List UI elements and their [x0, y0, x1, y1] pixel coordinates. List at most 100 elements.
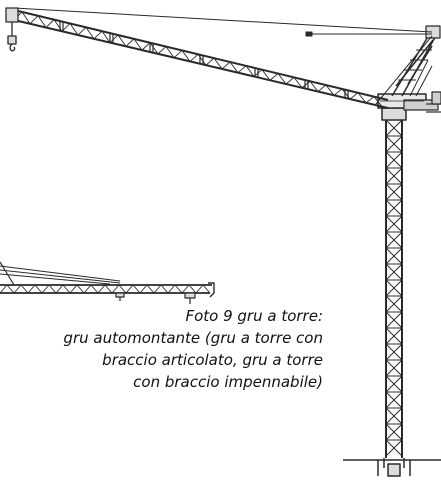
- small-jib-brace: [27, 284, 36, 294]
- mast-brace: [385, 215, 403, 233]
- small-jib-brace: [139, 284, 148, 294]
- mast-brace: [385, 375, 403, 393]
- small-jib-brace: [55, 284, 64, 294]
- small-jib-brace: [181, 284, 190, 294]
- jib-brace: [309, 80, 319, 92]
- luffing-jib: [13, 9, 389, 109]
- jib-brace: [93, 30, 103, 40]
- jib-brace: [373, 96, 383, 107]
- self-erecting-tie-rods: [0, 265, 121, 285]
- mast-brace: [385, 151, 403, 169]
- small-jib-brace: [195, 284, 204, 294]
- small-jib-brace: [97, 284, 106, 294]
- caption-line-4: con braccio impennabile): [133, 373, 323, 391]
- jib-brace: [37, 15, 47, 28]
- jib-brace: [213, 57, 223, 70]
- jib-brace: [181, 50, 191, 62]
- small-jib-brace: [62, 284, 71, 294]
- figure-caption: Foto 9 gru a torre: gru automontante (gr…: [0, 305, 323, 393]
- jib-brace: [157, 46, 167, 55]
- jib-brace: [117, 34, 127, 47]
- tower-mast: [385, 118, 403, 458]
- small-jib-brace: [0, 284, 8, 294]
- jib-brace: [77, 27, 87, 36]
- jib-brace: [109, 34, 119, 43]
- mast-brace: [385, 199, 403, 217]
- luffing-a-frame: [391, 25, 441, 97]
- mast-brace: [385, 135, 403, 153]
- mast-brace: [385, 311, 403, 329]
- jib-brace: [21, 11, 31, 25]
- small-jib-brace: [104, 284, 113, 294]
- self-erecting-crane: [0, 261, 215, 304]
- jib-brace: [245, 65, 255, 77]
- small-jib-brace: [188, 284, 197, 294]
- jib-brace: [285, 77, 295, 85]
- jib-brace: [69, 23, 79, 36]
- small-jib-brace: [111, 284, 120, 294]
- small-jib-brace: [153, 284, 162, 294]
- jib-brace: [53, 19, 63, 32]
- jib-brace: [365, 96, 375, 104]
- jib-brace: [125, 38, 135, 47]
- mast-brace: [385, 407, 403, 425]
- jib-brace: [333, 88, 343, 96]
- small-jib-brace: [160, 284, 169, 294]
- jib-brace: [237, 65, 247, 74]
- counter-jib: [426, 91, 441, 113]
- self-erecting-trolley-hook: [115, 292, 196, 304]
- jib-brace: [261, 69, 271, 81]
- mast-brace: [385, 167, 403, 185]
- caption-line-1: Foto 9 gru a torre:: [185, 307, 323, 325]
- small-jib-brace: [118, 284, 127, 294]
- small-jib-brace: [6, 284, 15, 294]
- mast-brace: [385, 295, 403, 313]
- mast-brace: [385, 327, 403, 345]
- jib-brace: [189, 53, 199, 62]
- jib-brace: [317, 84, 327, 92]
- jib-brace: [165, 46, 175, 58]
- small-jib-brace: [34, 284, 43, 294]
- mast-brace: [385, 183, 403, 201]
- small-jib-brace: [146, 284, 155, 294]
- small-jib-brace: [76, 284, 85, 294]
- small-jib-brace: [125, 284, 134, 294]
- jib-brace: [85, 27, 95, 40]
- jib-brace: [197, 54, 207, 66]
- small-jib-brace: [13, 284, 22, 294]
- jib-brace: [293, 77, 303, 89]
- jib-brace: [221, 61, 231, 70]
- mast-brace: [385, 423, 403, 441]
- small-jib-brace: [48, 284, 57, 294]
- jib-head-hook: [5, 7, 19, 52]
- jib-brace: [149, 42, 159, 55]
- mast-brace: [385, 359, 403, 377]
- jib-brace: [349, 92, 359, 100]
- jib-brace: [229, 61, 239, 73]
- mast-brace: [385, 263, 403, 281]
- mast-brace: [385, 231, 403, 249]
- small-jib-brace: [167, 284, 176, 294]
- jib-brace: [45, 19, 55, 28]
- self-erecting-jib-tip: [208, 282, 215, 298]
- mast-brace: [385, 279, 403, 297]
- luffing-ropes: [13, 7, 433, 105]
- mast-brace: [385, 439, 403, 457]
- jib-brace: [173, 50, 183, 58]
- mast-brace: [385, 247, 403, 265]
- tower-foundation: [343, 458, 441, 477]
- jib-brace: [341, 88, 351, 100]
- jib-brace: [277, 73, 287, 85]
- jib-brace: [269, 73, 279, 81]
- mast-brace: [385, 119, 403, 137]
- jib-brace: [29, 15, 39, 25]
- small-jib-brace: [69, 284, 78, 294]
- jib-brace: [133, 38, 143, 51]
- caption-line-3: braccio articolato, gru a torre: [102, 351, 323, 369]
- mast-brace: [385, 343, 403, 361]
- jib-brace: [205, 57, 215, 66]
- small-jib-brace: [41, 284, 50, 294]
- jib-brace: [357, 92, 367, 104]
- small-jib-brace: [83, 284, 92, 294]
